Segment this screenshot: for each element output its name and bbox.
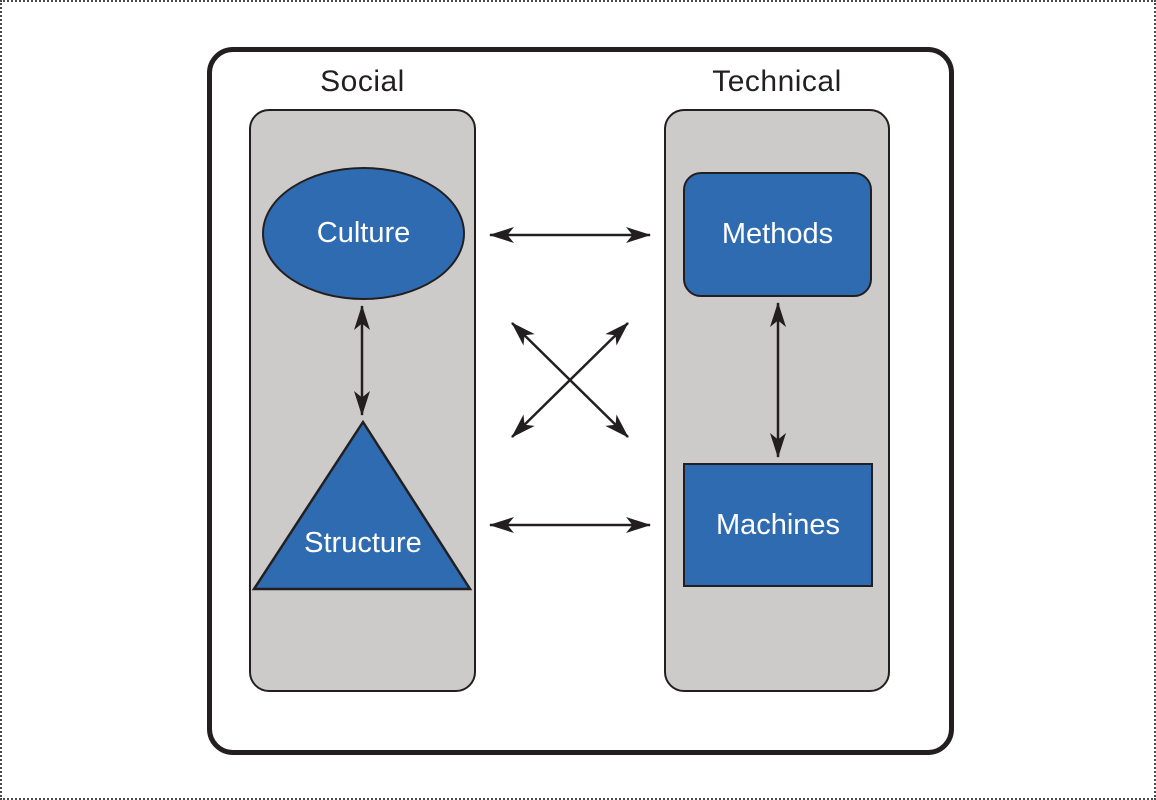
technical-group-label: Technical [712, 65, 842, 98]
machines-node-label: Machines [715, 508, 841, 541]
culture-node-label: Culture [316, 217, 411, 249]
structure-node-label: Structure [304, 527, 422, 559]
methods-node-label: Methods [721, 218, 834, 250]
machines-node: Machines [683, 463, 873, 587]
culture-node: Culture [262, 167, 465, 300]
social-group-label: Social [320, 65, 405, 98]
methods-node: Methods [683, 172, 872, 297]
